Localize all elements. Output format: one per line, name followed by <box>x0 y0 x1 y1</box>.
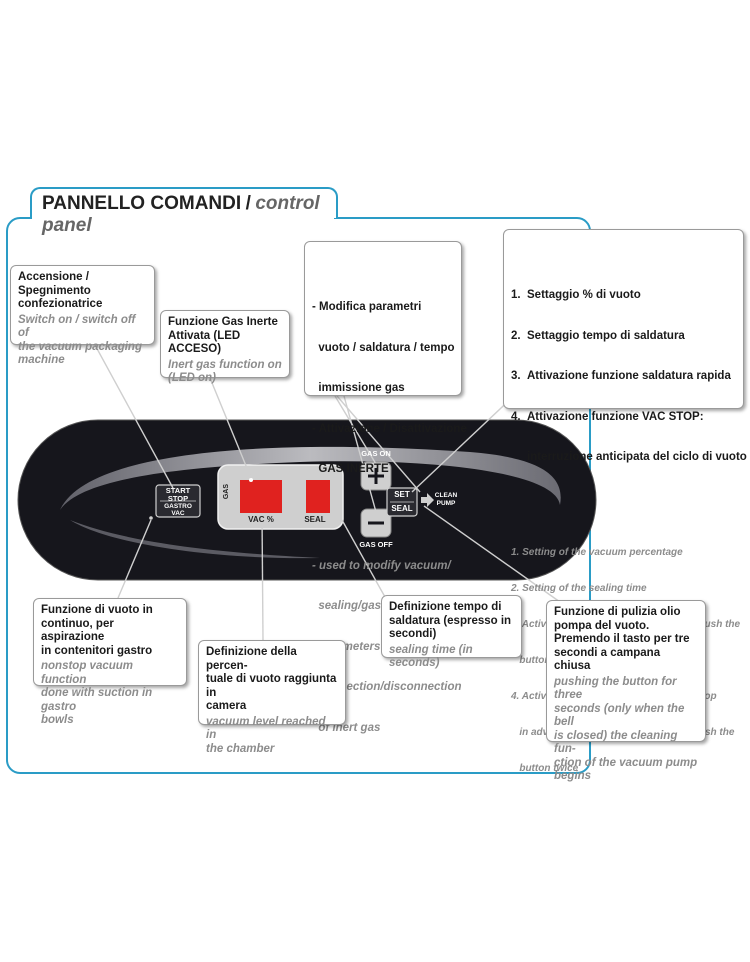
set-label: SET <box>394 490 410 499</box>
section-header: PANNELLO COMANDI / control panel <box>30 187 338 236</box>
gas-label: GAS <box>223 484 230 500</box>
callout-power-en: Switch on / switch off of the vacuum pac… <box>18 313 142 367</box>
pump-label: PUMP <box>436 500 456 507</box>
vac-percent-label: VAC % <box>248 515 274 524</box>
header-separator: / <box>245 193 251 214</box>
seal-display-label: SEAL <box>304 515 326 524</box>
clean-label: CLEAN <box>434 492 458 499</box>
seal-led <box>337 516 341 520</box>
clean-arrow-icon <box>421 493 434 507</box>
header-title-it: PANNELLO COMANDI <box>42 193 242 214</box>
callout-vacuum-percentage: Definizione della percen- tuale di vuoto… <box>198 640 346 755</box>
header-title-en: control panel <box>42 193 320 236</box>
gas-on-label: GAS ON <box>361 449 391 458</box>
callout-continuous-vacuum: Funzione di vuoto in continuo, per aspir… <box>33 598 187 726</box>
start-stop-label: START STOP <box>165 486 191 503</box>
leader-lines <box>94 344 561 641</box>
callout-power-it: Accensione / Spegnimento confezionatrice <box>18 271 103 310</box>
seal-display <box>306 480 330 513</box>
vac-display <box>240 480 282 513</box>
callout-gas-function: Funzione Gas Inerte Attivata (LED ACCESO… <box>160 310 290 384</box>
callout-power: Accensione / Spegnimento confezionatrice… <box>10 265 155 366</box>
callout-set-seal-settings: 1.Settaggio % di vuoto 2.Settaggio tempo… <box>503 229 747 774</box>
callout-modify-parameters: - Modifica parametri vuoto / saldatura /… <box>304 241 467 734</box>
panel-swoosh <box>60 446 561 510</box>
gastro-led <box>149 516 153 520</box>
callout-sealing-time: Definizione tempo di saldatura (espresso… <box>381 595 522 669</box>
gas-off-label: GAS OFF <box>359 540 393 549</box>
seal-button-label: SEAL <box>391 504 413 513</box>
gas-led <box>249 478 253 482</box>
callout-pump-cleaning: Funzione di pulizia olio pompa del vuoto… <box>546 600 706 782</box>
gastro-vac-label: GASTRO VAC <box>164 503 192 517</box>
